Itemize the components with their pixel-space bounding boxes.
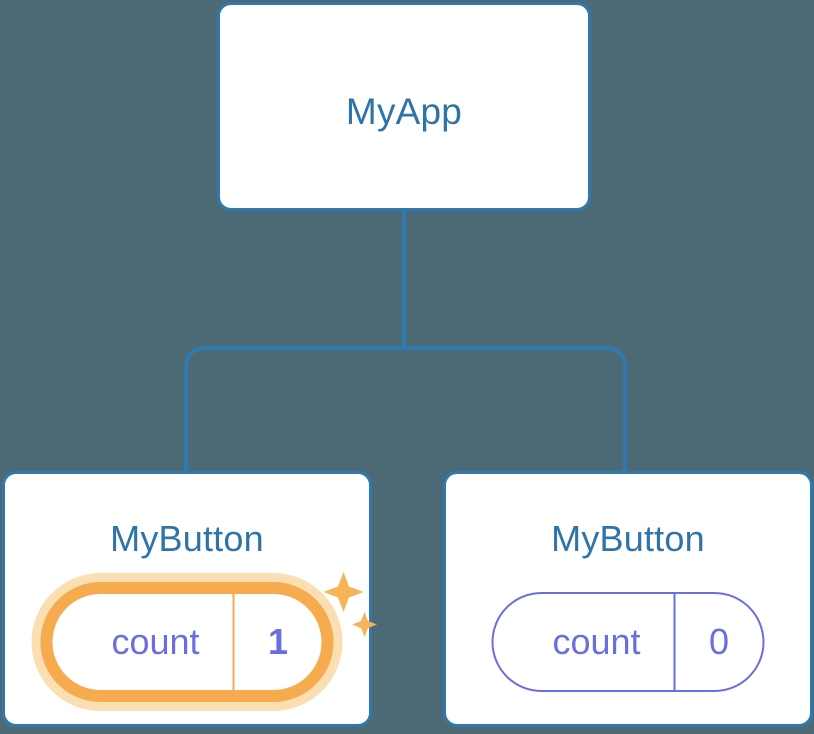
state-pill-highlighted[interactable]: count 1: [31, 572, 377, 711]
state-value: 1: [232, 594, 322, 690]
edge-branch-to-children: [184, 346, 627, 473]
state-key: count: [111, 621, 200, 662]
state-pill[interactable]: count 1: [50, 592, 324, 692]
node-title: MyButton: [551, 518, 705, 559]
state-value: 0: [673, 594, 763, 690]
state-key: count: [552, 621, 641, 662]
state-pill[interactable]: count 0: [491, 592, 765, 692]
node-title: MyApp: [345, 91, 463, 132]
node-title: MyButton: [110, 518, 264, 559]
sparkle-icon: [352, 612, 377, 637]
node-mybutton-left[interactable]: MyButton count 1: [2, 471, 377, 727]
state-pill-normal[interactable]: count 0: [491, 592, 765, 692]
node-mybutton-right[interactable]: MyButton count 0: [443, 471, 813, 727]
node-myapp[interactable]: MyApp: [217, 2, 591, 211]
